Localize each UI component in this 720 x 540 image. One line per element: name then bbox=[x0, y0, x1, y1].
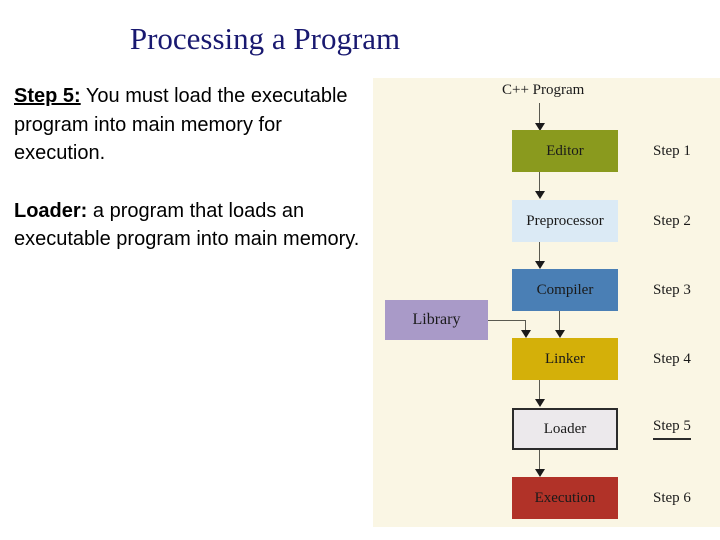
connector-loader-to-execution bbox=[539, 450, 540, 472]
connector-compiler-to-linker bbox=[559, 311, 560, 336]
flow-box-loader: Loader bbox=[512, 408, 618, 450]
arrowhead-input-to-editor bbox=[535, 123, 545, 131]
paragraph-loader-lead: Loader: bbox=[14, 199, 88, 222]
flow-box-library: Library bbox=[385, 300, 488, 340]
page-title: Processing a Program bbox=[129, 21, 401, 56]
flow-box-preprocessor: Preprocessor bbox=[512, 200, 618, 242]
paragraph-loader-text: a program that loads an executable progr… bbox=[14, 199, 360, 251]
flowchart-image: C++ Program Editor Step 1 Preprocessor S… bbox=[373, 78, 720, 527]
step-label-3: Step 3 bbox=[653, 282, 691, 298]
flow-box-compiler: Compiler bbox=[512, 269, 618, 311]
paragraph-step5: Step 5: You must load the executable pro… bbox=[14, 82, 369, 168]
arrowhead-linker-to-loader bbox=[535, 399, 545, 407]
paragraph-step5-lead: Step 5: bbox=[14, 85, 81, 107]
step-label-1: Step 1 bbox=[653, 143, 691, 159]
arrowhead-library-to-linker bbox=[521, 330, 531, 338]
step-label-2: Step 2 bbox=[653, 213, 691, 229]
step-label-5: Step 5 bbox=[653, 418, 691, 440]
paragraph-loader: Loader: a program that loads an executab… bbox=[14, 197, 369, 254]
connector-preprocessor-to-compiler bbox=[539, 242, 540, 262]
connector-editor-to-preprocessor bbox=[539, 172, 540, 192]
flow-box-editor: Editor bbox=[512, 130, 618, 172]
flow-label-cpp-program: C++ Program bbox=[502, 82, 585, 98]
step-label-4: Step 4 bbox=[653, 351, 691, 367]
step-label-6: Step 6 bbox=[653, 490, 691, 506]
arrowhead-compiler-to-linker bbox=[555, 330, 565, 338]
arrowhead-preprocessor-to-compiler bbox=[535, 261, 545, 269]
flow-box-linker: Linker bbox=[512, 338, 618, 380]
connector-library-vertical bbox=[525, 320, 526, 336]
connector-input-to-editor bbox=[539, 103, 540, 125]
flow-box-execution: Execution bbox=[512, 477, 618, 519]
connector-library-horizontal bbox=[488, 320, 525, 321]
arrowhead-loader-to-execution bbox=[535, 469, 545, 477]
paragraph-step5-text: You must load the executable program int… bbox=[14, 85, 348, 164]
body-text-block: Step 5: You must load the executable pro… bbox=[14, 82, 369, 254]
connector-linker-to-loader bbox=[539, 380, 540, 402]
arrowhead-editor-to-preprocessor bbox=[535, 191, 545, 199]
